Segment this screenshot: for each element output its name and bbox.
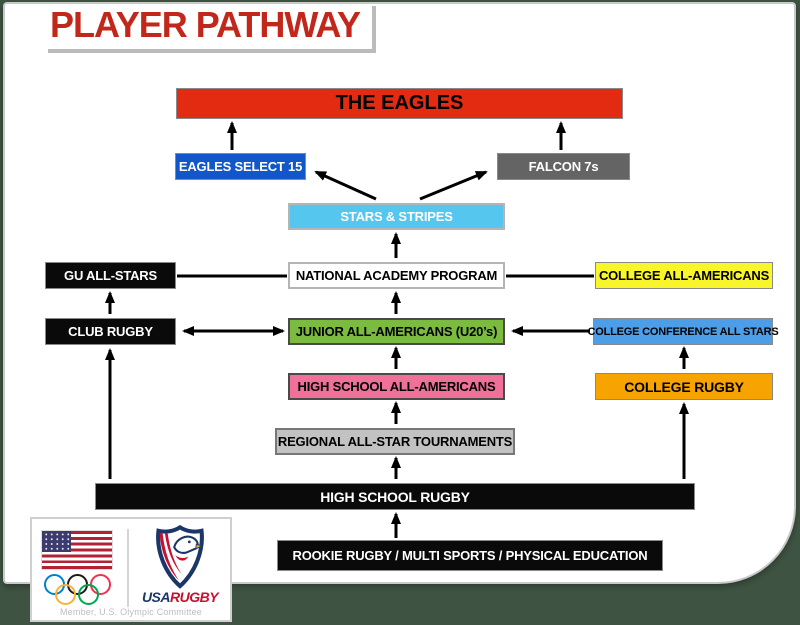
title-block: PLAYER PATHWAY [48,4,377,53]
node-the-eagles: THE EAGLES [176,88,623,119]
node-college-all-americans: COLLEGE ALL-AMERICANS [595,262,773,289]
us-flag-icon [42,531,112,569]
usarugby-wordmark: USARUGBY [132,589,228,605]
page-title: PLAYER PATHWAY [50,4,361,45]
usoc-usarugby-panel: USARUGBY Member, U.S. Olympic Committee [30,517,232,622]
node-falcon-7s: FALCON 7s [497,153,630,180]
node-regional-all-star-tournaments: REGIONAL ALL-STAR TOURNAMENTS [275,428,515,455]
ring-green [78,584,99,605]
olympic-rings-icon [44,574,111,605]
node-high-school-all-americans: HIGH SCHOOL ALL-AMERICANS [288,373,505,400]
flag-canton [42,531,71,552]
node-rookie-rugby: ROOKIE RUGBY / MULTI SPORTS / PHYSICAL E… [277,540,663,571]
node-high-school-rugby: HIGH SCHOOL RUGBY [95,483,695,510]
node-stars-and-stripes: STARS & STRIPES [288,203,505,230]
logo-divider [127,529,129,607]
ring-yellow [55,584,76,605]
node-gu-all-stars: GU ALL-STARS [45,262,176,289]
node-college-conference-all-stars: COLLEGE CONFERENCE ALL STARS [588,318,779,345]
node-club-rugby: CLUB RUGBY [45,318,176,345]
node-college-rugby: COLLEGE RUGBY [595,373,773,400]
usarugby-rugby: RUGBY [170,589,219,605]
node-eagles-select-15: EAGLES SELECT 15 [175,153,306,180]
node-junior-all-americans: JUNIOR ALL-AMERICANS (U20’s) [288,318,505,345]
member-text: Member, U.S. Olympic Committee [59,607,203,617]
usa-rugby-shield-icon [156,525,204,589]
node-national-academy-program: NATIONAL ACADEMY PROGRAM [288,262,505,289]
usarugby-usa: USA [141,589,171,605]
